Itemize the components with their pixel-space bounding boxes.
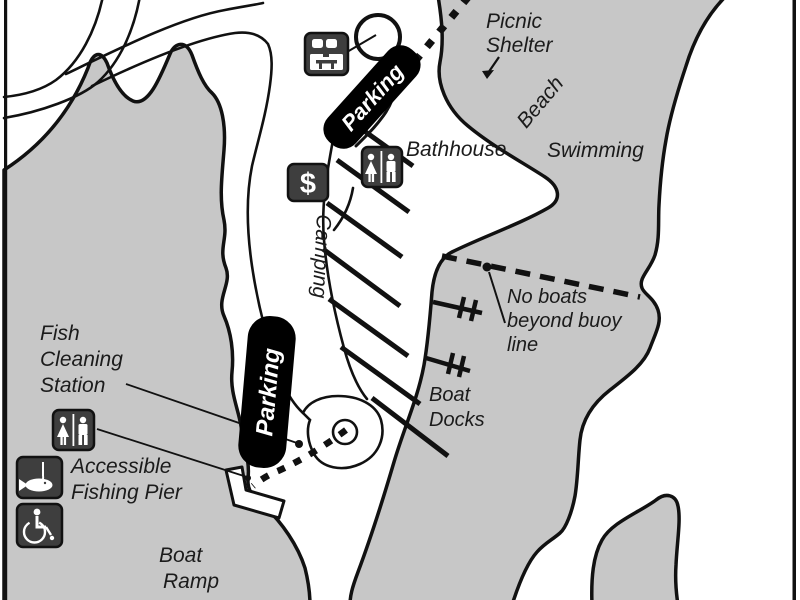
- accessible-pier-label-line1: Accessible: [69, 455, 171, 478]
- parking-banner-lower: Parking: [238, 316, 296, 468]
- fish-cleaning-dot: [295, 440, 303, 448]
- fee-symbol: $: [300, 168, 316, 200]
- road-junction: [332, 186, 355, 232]
- restroom-icon: [360, 145, 404, 189]
- fish-cleaning-label-line1: Fish: [40, 322, 80, 345]
- boat-ramp-label-line1: Boat: [159, 544, 203, 567]
- map-border-left: [4, 0, 8, 600]
- fishing-pier-dot: [245, 475, 251, 481]
- road-edge: [64, 1, 265, 76]
- no-boats-label-line3: line: [507, 334, 538, 356]
- road-loop-upper: [354, 13, 402, 61]
- fish-icon: [15, 455, 64, 500]
- boat-ramp-pier: [224, 465, 286, 520]
- fish-cleaning-label-line2: Cleaning: [40, 348, 123, 371]
- picnic-shelter-icon: [303, 31, 350, 77]
- boat-docks-label-line1: Boat: [429, 384, 472, 406]
- buoy-line-dot: [482, 262, 492, 272]
- road-loop-lower: [301, 394, 384, 470]
- fee-station-icon: $: [286, 162, 330, 203]
- boat-ramp-label-line2: Ramp: [163, 570, 219, 593]
- picnic-shelter-arrowhead: [482, 70, 494, 79]
- swimming-label: Swimming: [547, 139, 644, 162]
- boat-docks-label-line2: Docks: [429, 409, 485, 431]
- camping-label: Camping: [308, 214, 335, 299]
- road-lines: [2, 0, 402, 470]
- no-boats-label-line1: No boats: [507, 286, 587, 308]
- buoy-line-group: [441, 253, 641, 324]
- wheelchair-icon: [15, 502, 64, 549]
- buoy-callout-line: [488, 271, 506, 324]
- picnic-shelter-arrow-line: [487, 56, 500, 74]
- fish-cleaning-label-line3: Station: [40, 374, 105, 397]
- map-border-right: [792, 0, 796, 600]
- trail-to-boat-ramp: [250, 427, 348, 489]
- accessible-pier-label-line2: Fishing Pier: [71, 481, 183, 504]
- fishing-pier-callout: [96, 428, 248, 478]
- lake-cove-bottom-right: [590, 493, 681, 600]
- no-boats-label-line2: beyond buoy: [507, 310, 623, 332]
- bathhouse-label: Bathhouse: [406, 138, 506, 161]
- picnic-icon-callout: [346, 34, 377, 53]
- restroom-icon: [51, 408, 96, 452]
- buoy-line: [441, 253, 641, 300]
- boat-dock-symbols: [425, 296, 483, 378]
- road-edge: [2, 0, 104, 99]
- picnic-shelter-label-line1: Picnic: [486, 10, 543, 33]
- road-loop-inner: [331, 418, 359, 446]
- picnic-shelter-label-line2: Shelter: [486, 34, 554, 57]
